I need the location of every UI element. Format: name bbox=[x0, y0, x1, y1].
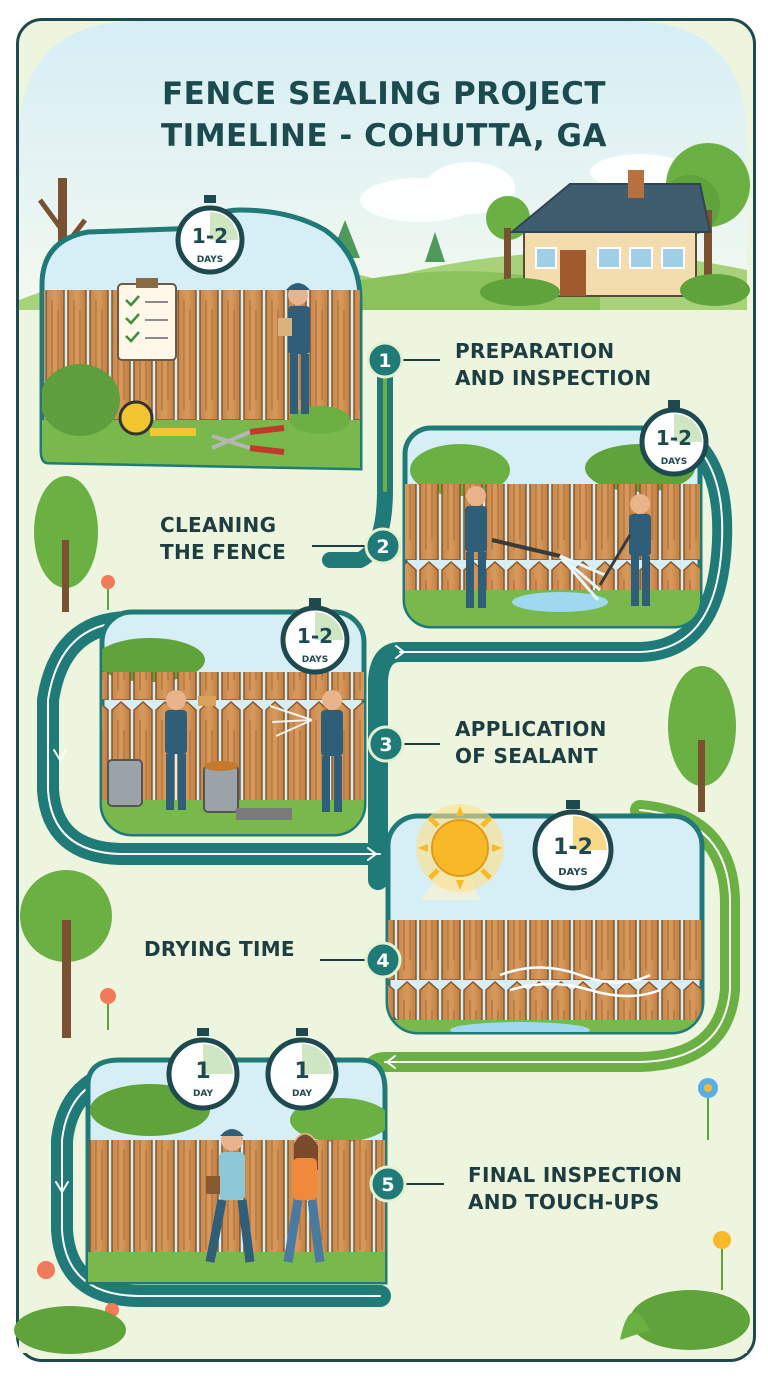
stopwatch-icon: 1-2 DAYS bbox=[532, 800, 614, 891]
timer-value: 1 bbox=[294, 1059, 309, 1084]
bush-icon bbox=[14, 1290, 750, 1354]
step-label-line: AND TOUCH-UPS bbox=[468, 1190, 660, 1214]
timer-unit: DAYS bbox=[302, 655, 329, 665]
pine-tree-icon bbox=[425, 232, 445, 262]
step-number: 3 bbox=[379, 734, 392, 756]
scene-final-inspection: 1 DAY 1 DAY bbox=[85, 1028, 388, 1285]
step-label-line: DRYING TIME bbox=[144, 937, 295, 961]
wind-icon bbox=[499, 966, 661, 998]
page-title: FENCE SEALING PROJECT TIMELINE - COHUTTA… bbox=[0, 73, 768, 157]
label-connectors bbox=[312, 359, 444, 1185]
tree-icon bbox=[34, 476, 98, 612]
step-label-line: THE FENCE bbox=[160, 540, 287, 564]
step-marker-4: 4 bbox=[364, 941, 402, 979]
timer-value: 1-2 bbox=[656, 426, 692, 450]
step-label-drying: DRYING TIME bbox=[144, 936, 295, 963]
scene-preparation: 1-2 DAYS bbox=[39, 195, 363, 471]
clipboard-icon bbox=[117, 283, 177, 361]
sun-icon bbox=[416, 804, 504, 892]
flower-icon bbox=[100, 988, 116, 1030]
step-label-preparation: PREPARATION AND INSPECTION bbox=[455, 338, 651, 392]
flower-icon bbox=[37, 1261, 119, 1317]
step-label-application: APPLICATION OF SEALANT bbox=[455, 716, 607, 770]
step-label-line: AND INSPECTION bbox=[455, 366, 652, 390]
house-icon bbox=[480, 170, 750, 306]
worker-figure bbox=[278, 283, 310, 414]
title-line: TIMELINE - COHUTTA, GA bbox=[161, 117, 607, 154]
worker-figure bbox=[165, 690, 216, 810]
timer-unit: DAY bbox=[292, 1089, 313, 1099]
tape-measure-icon bbox=[118, 400, 154, 436]
step-label-line: FINAL INSPECTION bbox=[468, 1163, 683, 1187]
step-number: 2 bbox=[376, 536, 389, 558]
timer-value: 1-2 bbox=[192, 224, 228, 248]
stopwatch-icon: 1 DAY bbox=[265, 1028, 339, 1111]
timer-unit: DAYS bbox=[661, 457, 688, 467]
step-label-line: CLEANING bbox=[160, 513, 277, 537]
paint-tray-icon bbox=[236, 808, 292, 820]
step-label-final-inspection: FINAL INSPECTION AND TOUCH-UPS bbox=[468, 1162, 682, 1216]
timer-unit: DAYS bbox=[558, 867, 588, 878]
homeowner-figure bbox=[283, 1133, 325, 1263]
sealant-can-icon bbox=[107, 759, 143, 807]
step-marker-2: 2 bbox=[364, 527, 402, 565]
step-label-cleaning: CLEANING THE FENCE bbox=[160, 512, 286, 566]
pruning-shears-icon bbox=[211, 430, 251, 450]
flower-icon bbox=[698, 1078, 718, 1140]
scene-cleaning: 1-2 DAYS bbox=[402, 400, 709, 629]
tree-icon bbox=[20, 870, 112, 1038]
step-marker-1: 1 bbox=[366, 341, 404, 379]
stopwatch-icon: 1-2 DAYS bbox=[639, 400, 709, 477]
step-label-line: APPLICATION bbox=[455, 717, 607, 741]
step-label-line: PREPARATION bbox=[455, 339, 615, 363]
timer-value: 1 bbox=[195, 1059, 210, 1084]
step-number: 5 bbox=[381, 1174, 394, 1196]
timer-value: 1-2 bbox=[553, 835, 593, 860]
timer-unit: DAY bbox=[193, 1089, 214, 1099]
stopwatch-icon: 1-2 DAYS bbox=[175, 195, 245, 275]
step-marker-5: 5 bbox=[369, 1165, 407, 1203]
worker-figure bbox=[269, 690, 343, 812]
timer-value: 1-2 bbox=[297, 624, 333, 648]
title-line: FENCE SEALING PROJECT bbox=[161, 75, 607, 112]
timer-unit: DAYS bbox=[197, 255, 224, 265]
step-marker-3: 3 bbox=[367, 725, 405, 763]
stopwatch-icon: 1-2 DAYS bbox=[280, 598, 350, 675]
worker-figure bbox=[465, 486, 487, 608]
sealant-can-icon bbox=[203, 765, 239, 813]
flower-icon bbox=[713, 1231, 731, 1290]
tree-icon bbox=[668, 666, 736, 812]
scene-drying: 1-2 DAYS bbox=[385, 800, 705, 1035]
scene-sealant: 1-2 DAYS bbox=[99, 598, 367, 837]
worker-figure bbox=[598, 494, 651, 606]
step-number: 1 bbox=[378, 350, 391, 372]
inspector-figure bbox=[205, 1129, 255, 1263]
stopwatch-icon: 1 DAY bbox=[166, 1028, 240, 1111]
step-label-line: OF SEALANT bbox=[455, 744, 598, 768]
step-number: 4 bbox=[376, 950, 389, 972]
flower-icon bbox=[101, 575, 115, 610]
